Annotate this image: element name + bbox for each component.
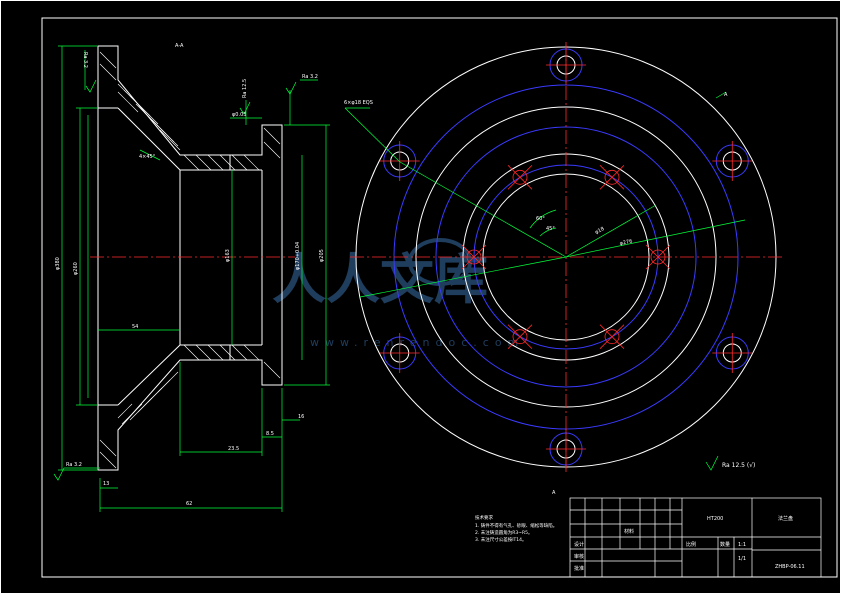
section-view	[97, 45, 283, 471]
tech-req-title: 技术要求	[475, 516, 493, 521]
hole-note: 6×φ18 EQS	[344, 100, 373, 106]
dim-overall: 62	[186, 501, 192, 507]
threaded-hole	[650, 249, 666, 265]
dim-right-step: 16	[298, 414, 304, 420]
approve-label: 批准	[574, 565, 584, 572]
tech-req-line-2: 2. 未注铸造圆角为R3~R5。	[475, 531, 533, 536]
design-label: 设计	[574, 541, 584, 548]
dim-bore: φ163	[225, 249, 231, 262]
check-label: 审核	[574, 553, 584, 560]
roughness-4: Ra 3.2	[66, 462, 82, 468]
front-dimensions	[344, 91, 746, 298]
dim-bolt-dia: φ18	[594, 226, 605, 236]
threaded-hole	[604, 169, 620, 185]
dim-hub: φ205	[319, 249, 325, 262]
dim-hole-note-2: φ0.03	[232, 112, 246, 118]
section-dimensions	[58, 45, 330, 512]
dim-flange: 13	[103, 481, 109, 487]
front-dim-text: 6×φ18 EQS φ18 φ276 60° 45° A A	[344, 92, 728, 496]
dim-pcd: φ276	[619, 238, 633, 247]
drawing-frame	[41, 17, 838, 578]
dim-hub-tol: φ170+0.04	[295, 242, 301, 270]
surface-mark: Ra 12.5 (√)	[722, 462, 755, 469]
watermark-url: www.renrendoc.com	[310, 336, 524, 349]
dim-small-step: 8.5	[266, 431, 274, 437]
section-dim-text: A-A φ380 φ260 φ163 φ170+0.04 φ205 62 13 …	[55, 43, 325, 507]
dim-chamfer: 4×45°	[139, 154, 156, 160]
view-mark-top: A	[724, 92, 728, 98]
threaded-hole-mark	[507, 165, 533, 190]
roughness-symbols	[53, 79, 719, 481]
tech-req-line-1: 1. 铸件不得有气孔、砂眼、缩松等缺陷。	[475, 524, 558, 529]
threaded-hole	[466, 249, 482, 265]
threaded-hole-mark	[599, 324, 625, 349]
tech-req-line-3: 3. 未注尺寸公差按IT14。	[475, 538, 527, 543]
threaded-hole	[604, 329, 620, 345]
scale: 1:1	[738, 542, 746, 548]
threaded-hole-mark	[507, 324, 533, 349]
roughness-3: Ra 3.2	[82, 52, 88, 68]
dim-bore-step: 54	[132, 324, 138, 330]
title-block-text: HT200 法兰盘 ZHBP-06.11 1:1 1/1 设计 审核 批准 比例…	[574, 515, 805, 572]
bolt-holes	[379, 45, 753, 469]
scale-label: 比例	[686, 541, 696, 548]
section-hatch	[99, 51, 281, 469]
roughness-1: Ra 3.2	[302, 74, 318, 80]
drawing-number: ZHBP-06.11	[775, 564, 805, 570]
dim-angle-a: 60°	[536, 216, 545, 222]
view-mark-bottom: A	[552, 490, 556, 496]
part-name: 法兰盘	[778, 515, 793, 522]
dim-angle-b: 45°	[546, 226, 555, 232]
dim-hub-length: 23.5	[228, 446, 239, 452]
material: HT200	[707, 516, 723, 522]
sheet: 1/1	[738, 556, 746, 562]
qty-label: 数量	[720, 541, 730, 548]
title-block	[569, 497, 822, 578]
roughness-2: Ra 12.5	[242, 79, 248, 98]
watermark-text: 人人文库	[272, 248, 488, 311]
threaded-hole-mark	[599, 165, 625, 190]
threaded-hole-mark	[461, 244, 487, 270]
threaded-hole-mark	[645, 244, 671, 270]
dim-outer: φ380	[55, 257, 61, 270]
threaded-hole	[512, 329, 528, 345]
section-label: A-A	[175, 43, 184, 49]
watermark: 人人文库 www.renrendoc.com	[272, 238, 524, 349]
material-label: 材料	[624, 528, 634, 535]
dim-spigot: φ260	[73, 262, 79, 275]
threaded-hole	[512, 169, 528, 185]
